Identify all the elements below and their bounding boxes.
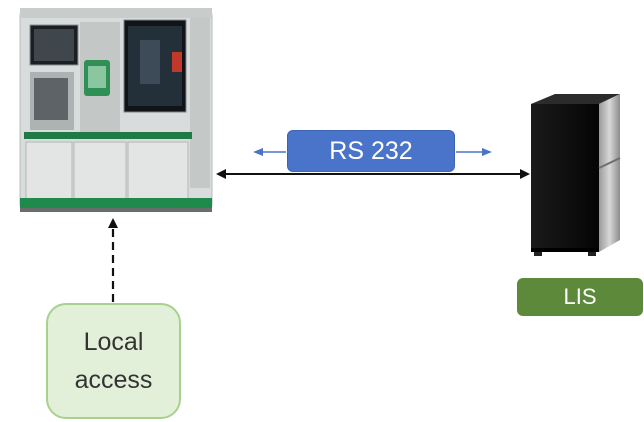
- analyzer-instrument-icon: [19, 8, 213, 212]
- lis-label: LIS: [517, 278, 643, 316]
- local-access-box: Local access: [46, 303, 181, 419]
- local-access-line1: Local: [83, 328, 144, 356]
- server-tower-icon: [531, 94, 621, 256]
- rs232-label: RS 232: [287, 130, 455, 172]
- local-access-line2: access: [74, 366, 153, 394]
